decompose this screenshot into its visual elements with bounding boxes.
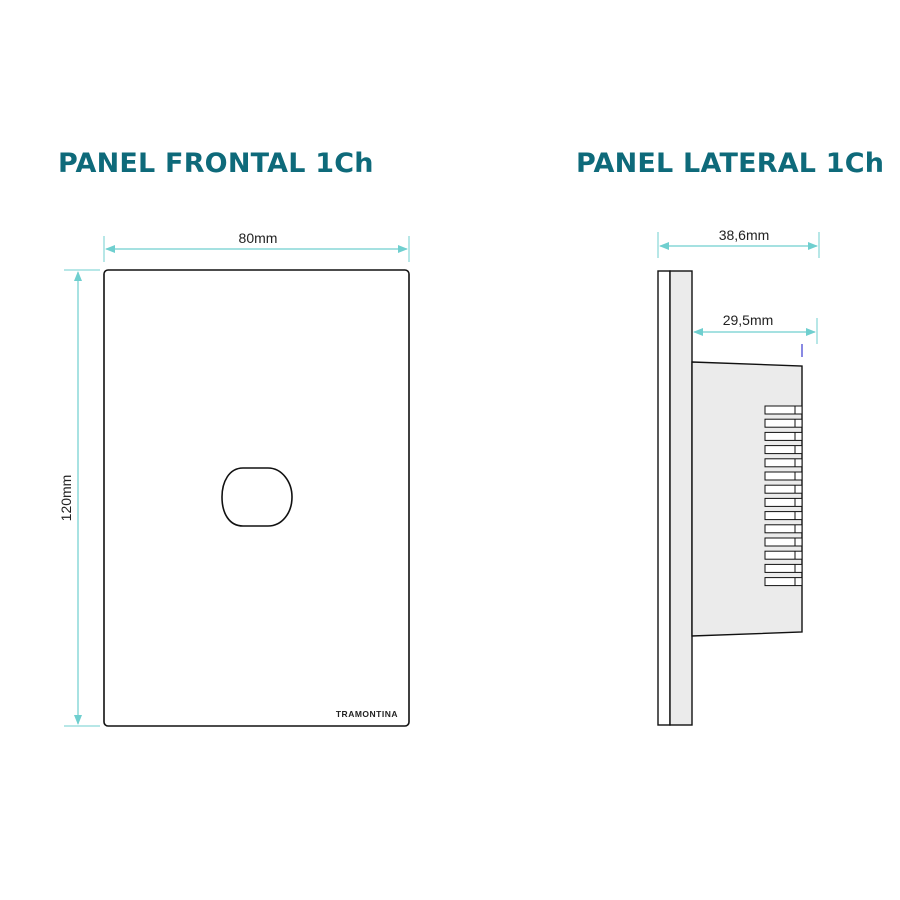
terminal-slot (764, 458, 803, 468)
front-panel-title: PANEL FRONTAL 1Ch (58, 148, 374, 179)
side-body-depth-dimension: 29,5mm (690, 312, 818, 357)
side-glass-plate (657, 270, 671, 726)
terminal-slot (764, 418, 803, 428)
terminal-slot (764, 511, 803, 521)
brand-logo-text: TRAMONTINA (336, 709, 398, 719)
terminal-slot (764, 405, 803, 415)
terminal-slot (764, 577, 803, 587)
side-frame-plate (669, 270, 693, 726)
terminal-slot (764, 484, 803, 494)
terminal-slots (764, 405, 803, 587)
terminal-slot (764, 497, 803, 507)
terminal-slot (764, 431, 803, 441)
touch-button (221, 467, 293, 527)
side-body-depth-label: 29,5mm (723, 312, 774, 328)
side-view: 38,6mm 29,5mm (657, 227, 820, 726)
front-height-label: 120mm (58, 475, 74, 522)
front-width-label: 80mm (239, 230, 278, 246)
terminal-slot (764, 563, 803, 573)
side-panel-title: PANEL LATERAL 1Ch (576, 148, 885, 179)
terminal-slot (764, 550, 803, 560)
front-view: 80mm 120mm TRAMONTINA (58, 230, 410, 727)
front-height-dimension: 120mm (58, 269, 100, 727)
terminal-slot (764, 445, 803, 455)
terminal-slot (764, 471, 803, 481)
terminal-slot (764, 524, 803, 534)
side-total-depth-dimension: 38,6mm (657, 227, 820, 258)
front-width-dimension: 80mm (103, 230, 410, 262)
side-total-depth-label: 38,6mm (719, 227, 770, 243)
terminal-slot (764, 537, 803, 547)
